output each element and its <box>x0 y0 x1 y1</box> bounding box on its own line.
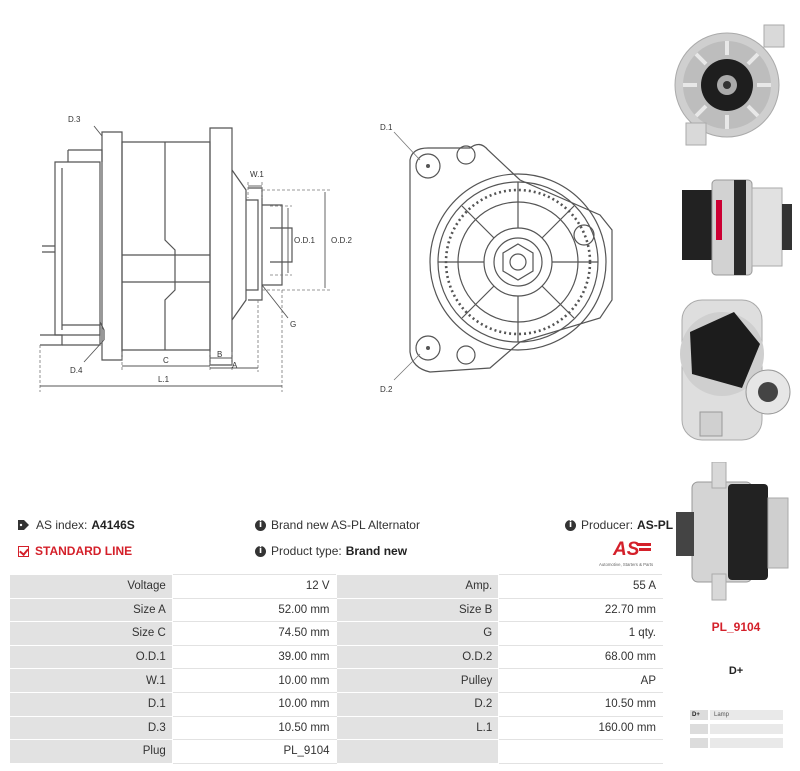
product-type-row: i Product type: Brand new <box>255 544 407 558</box>
plug-pin: D+ <box>728 665 744 677</box>
pin-key <box>690 724 708 734</box>
spec-label: W.1 <box>9 668 173 693</box>
spec-value: 1 qty. <box>498 621 663 646</box>
spec-label: Size A <box>9 597 173 623</box>
spec-label: Pulley <box>335 668 500 693</box>
pin-key: D+ <box>690 710 708 720</box>
spec-label: Voltage <box>9 574 173 599</box>
label-w1: W.1 <box>250 170 264 179</box>
spec-value: 74.50 mm <box>171 621 337 646</box>
producer-value: AS-PL <box>637 518 674 532</box>
product-photo-side <box>672 170 800 285</box>
label-od1: O.D.1 <box>294 236 315 245</box>
spec-value <box>498 739 663 764</box>
tag-icon <box>18 520 29 530</box>
producer-row: i Producer: AS-PL <box>565 518 673 532</box>
spec-label <box>335 739 500 764</box>
pin-value <box>710 738 783 748</box>
producer-label: Producer: <box>581 518 634 532</box>
spec-label: Plug <box>9 739 173 764</box>
spec-value: 22.70 mm <box>498 597 663 623</box>
standard-line-label: STANDARD LINE <box>35 544 133 558</box>
label-a: A <box>232 361 238 370</box>
spec-label: O.D.2 <box>335 644 500 670</box>
as-index-value: A4146S <box>91 518 135 532</box>
pin-value <box>710 724 783 734</box>
description-row: i Brand new AS-PL Alternator <box>255 518 420 532</box>
spec-label: Amp. <box>335 574 500 599</box>
product-photo-front <box>672 5 800 160</box>
checkbox-icon <box>18 545 29 557</box>
logo-text: AS <box>612 539 640 560</box>
spec-value: 39.00 mm <box>171 644 337 670</box>
spec-value: 55 A <box>498 574 663 599</box>
spec-value: 10.00 mm <box>171 691 337 717</box>
spec-label: D.2 <box>335 691 500 717</box>
spec-value: 10.00 mm <box>171 668 337 693</box>
spec-value: 10.50 mm <box>498 691 663 717</box>
plug-name: PL_9104 <box>711 620 761 634</box>
label-b: B <box>217 350 222 359</box>
spec-value: AP <box>498 668 663 693</box>
spec-label: D.1 <box>9 691 173 717</box>
product-type-label: Product type: <box>271 544 342 558</box>
spec-label: Size B <box>335 597 500 623</box>
product-photo-top <box>672 462 800 602</box>
spec-label: Size C <box>9 621 173 646</box>
logo-tagline: Automotive, Starters & Parts <box>599 562 653 567</box>
pin-table: D+Lamp <box>690 710 783 752</box>
spec-label: O.D.1 <box>9 644 173 670</box>
technical-drawing: D.3 D.4 W.1 O.D.1 O.D.2 G B C A L.1 D.1 … <box>39 115 613 394</box>
spec-label: D.3 <box>9 715 173 741</box>
spec-value: 68.00 mm <box>498 644 663 670</box>
spec-value: PL_9104 <box>171 739 337 764</box>
label-d3: D.3 <box>68 115 81 124</box>
pin-value: Lamp <box>710 710 783 720</box>
pin-row: D+Lamp <box>690 710 783 720</box>
info-icon: i <box>255 519 266 531</box>
spec-label: G <box>335 621 500 646</box>
description-text: Brand new AS-PL Alternator <box>271 518 420 532</box>
spec-value: 12 V <box>171 574 337 599</box>
pin-key <box>690 738 708 748</box>
spec-value: 10.50 mm <box>171 715 337 741</box>
spec-value: 52.00 mm <box>171 597 337 623</box>
product-type-value: Brand new <box>345 544 408 558</box>
as-index-label: AS index: <box>36 518 88 532</box>
label-g: G <box>290 320 296 329</box>
label-d2: D.2 <box>380 385 393 394</box>
as-pl-logo: AS Automotive, Starters & Parts <box>599 539 653 567</box>
label-d1: D.1 <box>380 123 393 132</box>
label-c: C <box>163 356 169 365</box>
as-index-row: AS index: A4146S <box>18 518 135 532</box>
spec-label: L.1 <box>335 715 500 741</box>
label-l1: L.1 <box>158 375 170 384</box>
pin-row <box>690 724 783 734</box>
pin-row <box>690 738 783 748</box>
standard-line-row: STANDARD LINE <box>18 544 132 558</box>
info-icon: i <box>255 545 266 557</box>
product-photo-rear <box>672 292 800 452</box>
info-icon: i <box>565 519 576 531</box>
label-od2: O.D.2 <box>331 236 352 245</box>
label-d4: D.4 <box>70 366 83 375</box>
spec-value: 160.00 mm <box>498 715 663 741</box>
